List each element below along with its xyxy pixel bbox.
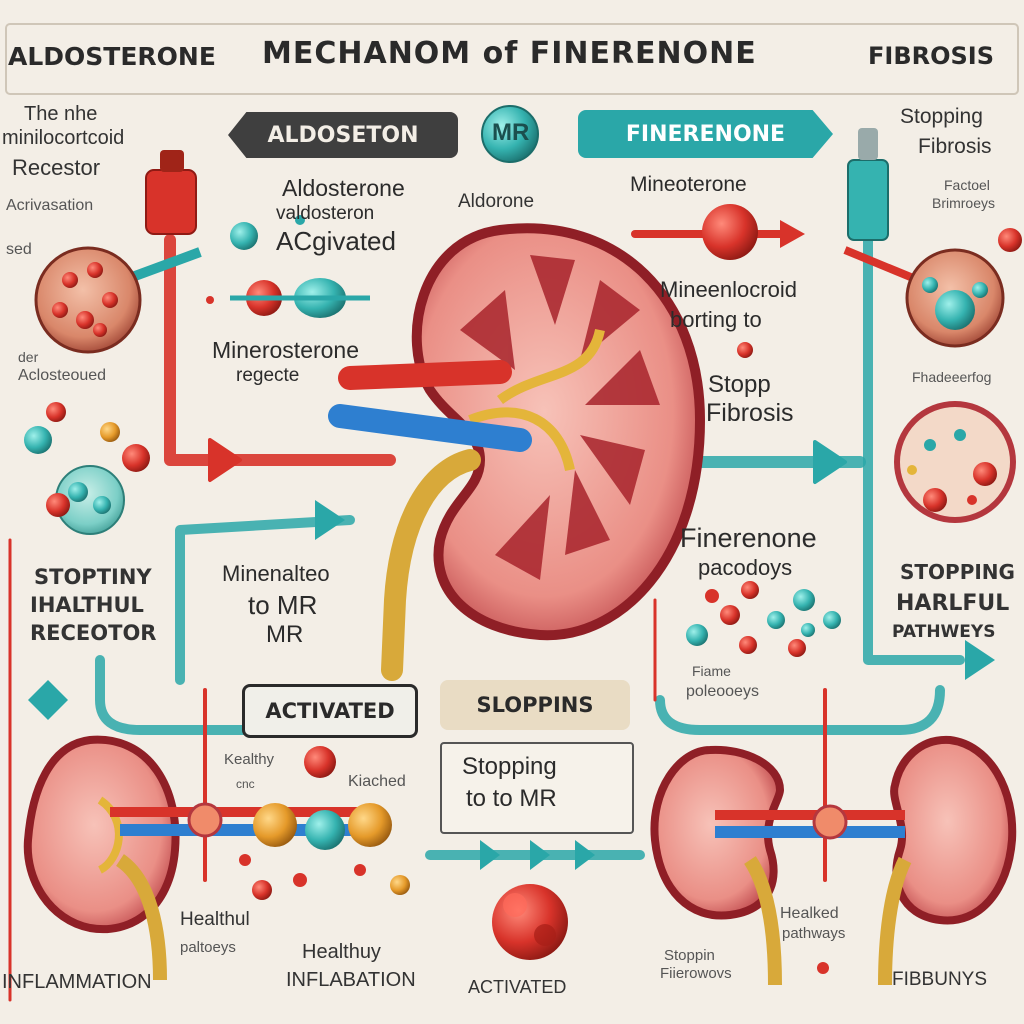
finerenone-dots (686, 581, 841, 657)
harmful-line3: PATHWEYS (892, 622, 996, 642)
aldosterone-small-label: Aldorone (458, 191, 535, 212)
stopping-small-line2: Fiierowovs (660, 965, 732, 982)
right-stopping-line1: Stopping (900, 105, 983, 128)
right-cell-bottom (894, 401, 1016, 523)
finerenone-line1: Finerenone (680, 523, 817, 553)
healked-line2: pathways (782, 925, 846, 942)
mr-badge-label: MR (492, 119, 530, 146)
stopping-box-line1: Stopping (462, 753, 557, 780)
central-kidney (328, 223, 706, 681)
stopping-box (440, 742, 634, 834)
kiached-label: Kiached (348, 773, 406, 790)
stopping-box-line2: to to MR (466, 785, 557, 812)
stopping-line1: STOPTINY (34, 565, 152, 589)
activated-bottom-label: ACTIVATED (468, 977, 567, 997)
mr-badge-icon (481, 105, 539, 163)
page-title: MECHANOM of FINERENONE (262, 36, 757, 71)
inflammation-label: INFLAMMATION (2, 971, 152, 993)
healthuy-line2: INFLABATION (286, 969, 416, 991)
healthul-line2: paltoeys (180, 939, 236, 956)
cnc-label: cnc (236, 777, 255, 791)
harmful-line1: STOPPING (900, 560, 1015, 584)
stoppins-pill: SLOPPINS (440, 680, 630, 730)
flow-arrows (8, 195, 995, 1002)
minerato-line1: Minenalteo (222, 561, 330, 586)
healked-line1: Healked (780, 905, 839, 922)
receptor-line3: Recestor (12, 155, 101, 180)
activated-pill: ACTIVATED (242, 684, 418, 738)
aldosterone-activated-line1: Aldosterone (282, 175, 405, 201)
fibrosis-bottom-label: FIBBUNYS (892, 969, 988, 990)
kealthy-label: Kealthy (224, 751, 275, 768)
receptor-line1: The nhe (24, 103, 98, 125)
left-molecule-cluster (24, 402, 150, 535)
factor-line2: Brimroeys (932, 195, 996, 211)
minerato-line3: MR (266, 621, 304, 648)
header-frame (5, 23, 1019, 95)
binding-line1: Mineenlocroid (660, 277, 797, 302)
mineralosterone-line1: Minerosterone (212, 337, 360, 363)
pathways-small-line1: Fiame (692, 663, 731, 679)
stopp-line2: Fibrosis (706, 399, 794, 427)
receptor-line2: minilocortcoid (2, 127, 125, 149)
left-cell-icon (34, 246, 142, 354)
stopping-small-line1: Stoppin (664, 947, 715, 964)
harmful-line2: HARLFUL (896, 591, 1010, 616)
aldosterone-activated-line2: valdosteron (276, 203, 375, 224)
stopping-line2: IHALTHUL (30, 593, 144, 617)
factor-line1: Factoel (944, 177, 990, 193)
minerato-line2: to MR (248, 590, 318, 620)
finerenone-line2: pacodoys (698, 555, 793, 580)
center-right-molecule (702, 204, 758, 358)
mineralosterone-line2: regecte (236, 365, 300, 386)
stopping-line3: RECEOTOR (30, 621, 157, 645)
bottom-center-molecule (492, 884, 568, 960)
healthuy-line1: Healthuy (302, 941, 381, 963)
bottom-molecules (239, 746, 410, 900)
thrombo-label: Fhadeeerfog (912, 369, 992, 385)
stopp-line1: Stopp (708, 371, 771, 398)
sed-label: sed (6, 241, 32, 258)
binding-line2: borting to (670, 307, 762, 332)
aldosteron-pill: ALDOSETON (228, 112, 458, 158)
activation-label: Acrivasation (6, 197, 94, 214)
right-cell-top (905, 228, 1022, 348)
center-left-molecules (206, 215, 370, 318)
pathways-small-line2: poleooeys (686, 683, 759, 700)
bottom-right-kidneys (650, 735, 1017, 986)
finerenone-pill: FINERENONE (578, 110, 833, 158)
header-left-label: ALDOSTERONE (8, 42, 216, 71)
header-right-label: FIBROSIS (868, 42, 994, 70)
der-label: der (18, 349, 39, 365)
right-receptor-icon (843, 128, 932, 289)
aldosterone-activated-line3: ACgivated (276, 226, 396, 256)
minesterone-label: Mineoterone (630, 173, 747, 196)
right-stopping-line2: Fibrosis (918, 135, 992, 158)
aldo-label: Aclosteoued (18, 367, 107, 384)
healthul-line1: Healthul (180, 909, 250, 930)
